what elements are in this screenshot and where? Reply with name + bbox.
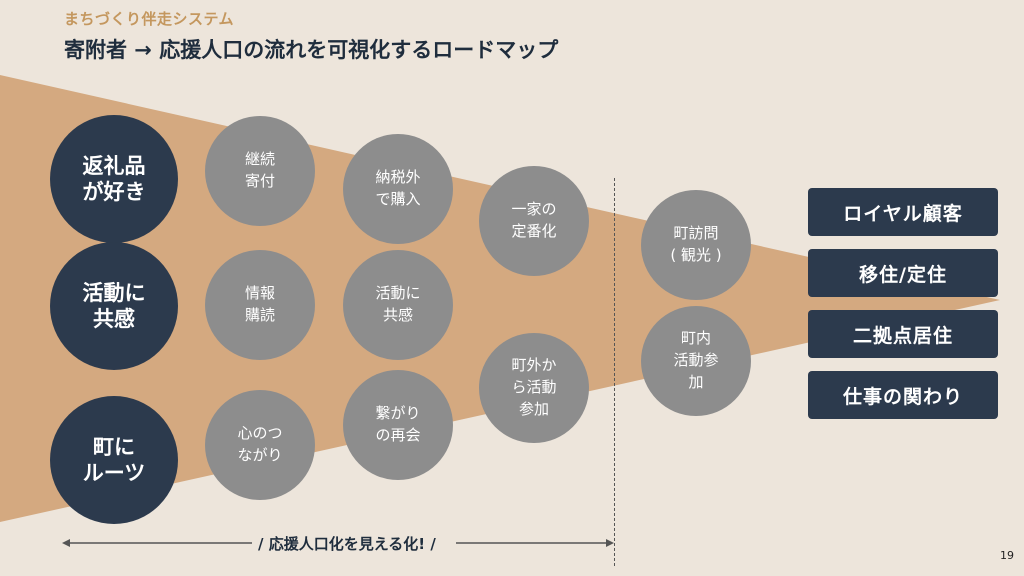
step-node: 町外か ら活動 参加 xyxy=(479,333,589,443)
start-node-town-roots: 町に ルーツ xyxy=(50,396,178,524)
step-node: 納税外 で購入 xyxy=(343,134,453,244)
outcome-relocation: 移住/定住 xyxy=(808,249,998,297)
step-node: 繋がり の再会 xyxy=(343,370,453,480)
start-node-activity-empathy: 活動に 共感 xyxy=(50,242,178,370)
outcome-work-involvement: 仕事の関わり xyxy=(808,371,998,419)
page-number: 19 xyxy=(1000,549,1014,562)
outcome-dual-residence: 二拠点居住 xyxy=(808,310,998,358)
step-node: 心のつ ながり xyxy=(205,390,315,500)
arrow-label: / 応援人口化を見える化! / xyxy=(258,535,436,553)
outcome-loyal-customer: ロイヤル顧客 xyxy=(808,188,998,236)
step-node: 町訪問 ( 観光 ) xyxy=(641,190,751,300)
step-node: 一家の 定番化 xyxy=(479,166,589,276)
start-node-gift-lovers: 返礼品 が好き xyxy=(50,115,178,243)
step-node: 活動に 共感 xyxy=(343,250,453,360)
divider-line xyxy=(614,178,615,566)
step-node: 継続 寄付 xyxy=(205,116,315,226)
step-node: 情報 購読 xyxy=(205,250,315,360)
page-title: 寄附者 → 応援人口の流れを可視化するロードマップ xyxy=(64,38,559,62)
section-subtitle: まちづくり伴走システム xyxy=(64,10,235,28)
step-node: 町内 活動参 加 xyxy=(641,306,751,416)
